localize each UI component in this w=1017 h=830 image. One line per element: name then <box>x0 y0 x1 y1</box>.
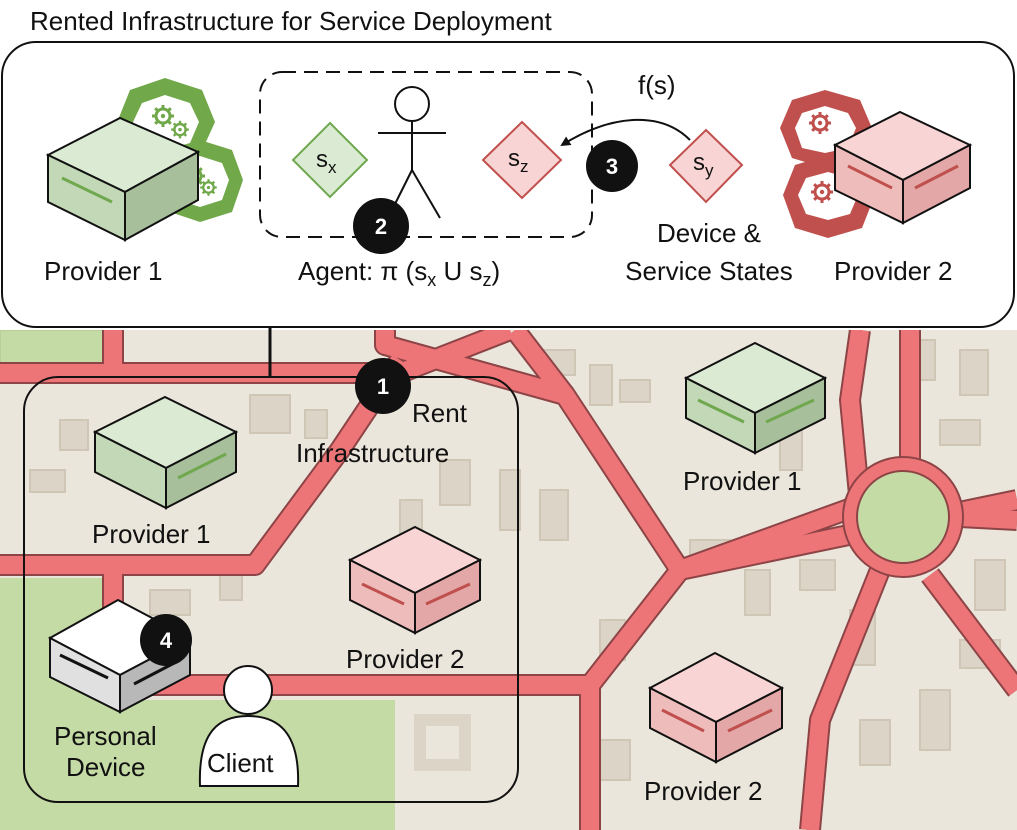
step-1-number: 1 <box>377 374 389 399</box>
provider2-label-map-center: Provider 2 <box>346 644 465 674</box>
step-3-badge <box>586 140 638 192</box>
provider2-label-top: Provider 2 <box>834 256 953 286</box>
agent-label-s2: s <box>469 256 482 286</box>
personal-device-label-line2: Device <box>66 752 145 782</box>
step-1-badge <box>355 358 411 414</box>
provider1-server-map-right <box>683 341 828 455</box>
provider2-server-map-bottom <box>647 651 785 764</box>
state-sy-base: s <box>693 149 705 176</box>
state-sy-sub: y <box>705 161 714 180</box>
provider2-server-top <box>832 110 973 225</box>
provider1-label-map-left: Provider 1 <box>92 519 211 549</box>
step-4-number: 4 <box>160 628 173 653</box>
state-sy-node: sy <box>668 128 744 204</box>
states-label-line1: Device & <box>657 218 761 248</box>
provider1-server-top <box>45 116 201 242</box>
provider1-server-map-left <box>92 395 239 510</box>
agent-figure-icon <box>378 86 446 219</box>
agent-label-prefix: Agent: π ( <box>298 256 415 286</box>
svg-text:sx: sx <box>316 146 337 177</box>
state-sz-base: s <box>508 145 520 172</box>
step-2-badge <box>353 198 409 254</box>
agent-label-sub2: z <box>482 270 491 290</box>
state-sz-node: sz <box>481 120 563 200</box>
state-sz-sub: z <box>520 157 529 176</box>
provider1-label-top: Provider 1 <box>44 256 163 286</box>
client-person-icon <box>198 665 300 787</box>
provider2-label-map-bottom: Provider 2 <box>644 776 763 806</box>
states-label-line2: Service States <box>625 256 793 286</box>
personal-device-label-line1: Personal <box>54 721 157 751</box>
state-sx-sub: x <box>328 158 337 177</box>
agent-policy-label: Agent: π (sx U sz) <box>298 256 500 290</box>
rented-region-box <box>23 376 519 803</box>
svg-text:sz: sz <box>508 145 529 176</box>
diagram-title: Rented Infrastructure for Service Deploy… <box>30 6 552 36</box>
agent-label-suffix: ) <box>491 256 500 286</box>
rent-label-line2: Infrastructure <box>296 438 449 468</box>
fs-label: f(s) <box>638 70 676 100</box>
state-sx-node: sx <box>291 121 369 199</box>
provider1-label-map-right: Provider 1 <box>683 466 802 496</box>
buildings <box>29 339 1006 781</box>
state-sx-base: s <box>316 146 328 173</box>
rent-label-line1: Rent <box>412 398 468 428</box>
agent-label-s1: s <box>414 256 427 286</box>
svg-text:sy: sy <box>693 149 714 180</box>
step-3-number: 3 <box>606 154 618 179</box>
roundabout-park <box>856 470 950 564</box>
agent-label-mid: U <box>436 256 469 286</box>
step-2-number: 2 <box>375 214 387 239</box>
step-4-badge <box>140 614 192 666</box>
provider2-server-map-center <box>347 525 483 635</box>
client-label: Client <box>207 748 274 778</box>
agent-label-sub1: x <box>427 270 436 290</box>
fs-arrow <box>560 118 691 147</box>
